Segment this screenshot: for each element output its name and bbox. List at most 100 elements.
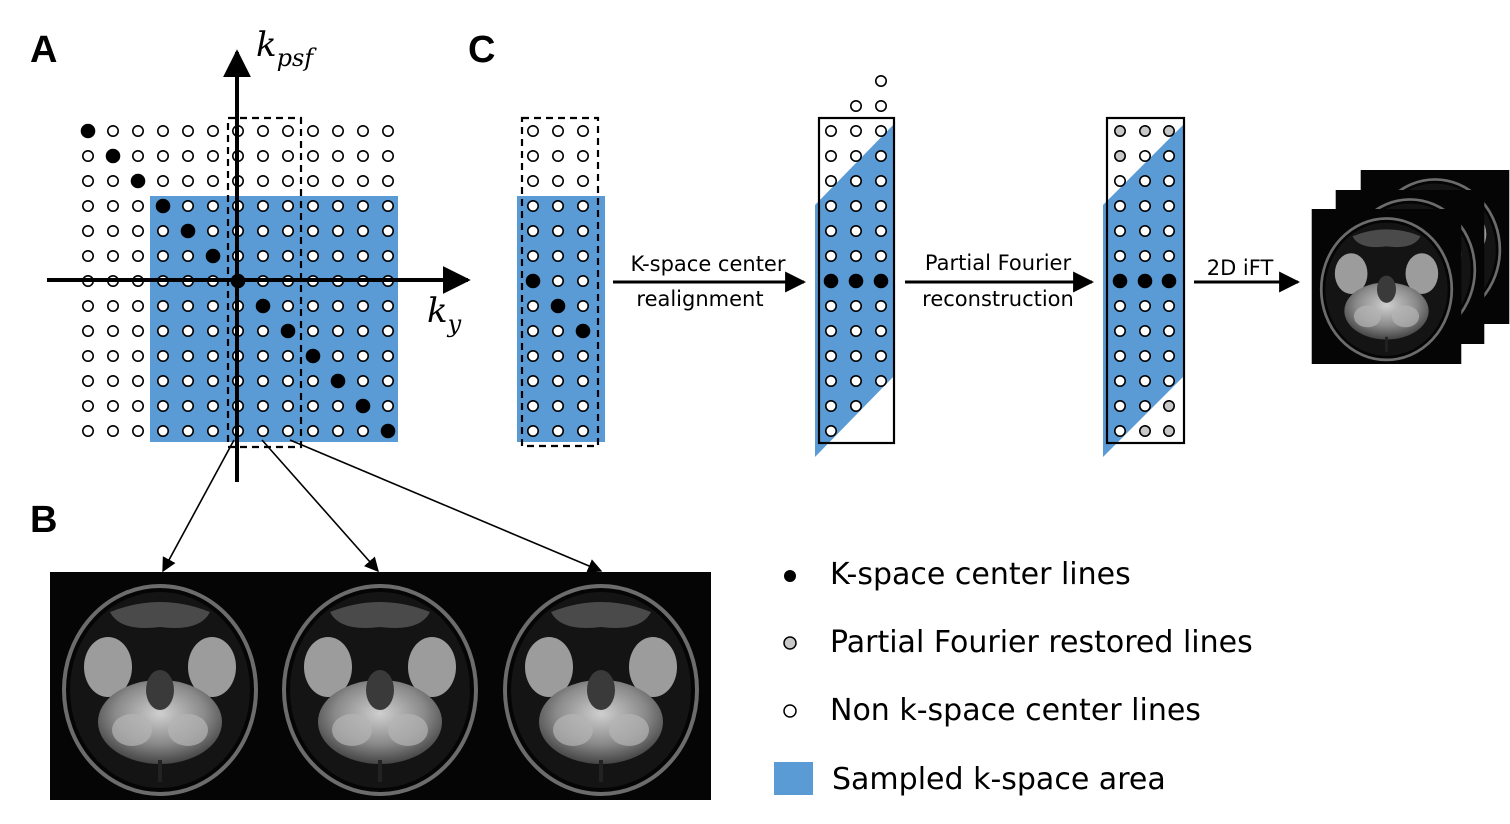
kspace-dot [576, 250, 589, 263]
kspace-dot [107, 349, 120, 362]
kspace-dot [281, 150, 294, 163]
panel-a-dashed-column-box [226, 116, 303, 449]
kspace-dot [182, 299, 195, 312]
kspace-dot [381, 250, 394, 263]
kspace-dot [281, 399, 294, 412]
kspace-dot [107, 374, 120, 387]
restored-dot [1139, 424, 1152, 437]
kspace-center-dot [1161, 273, 1177, 289]
kspace-dot [281, 299, 294, 312]
kspace-dot [576, 225, 589, 238]
kspace-dot [1114, 175, 1127, 188]
kspace-center-dot [255, 298, 271, 314]
kspace-dot [356, 299, 369, 312]
kspace-dot [107, 299, 120, 312]
kspace-dot [1139, 299, 1152, 312]
restored-dot [1163, 399, 1176, 412]
kspace-dot [207, 399, 220, 412]
kspace-dot [551, 125, 564, 138]
kspace-dot [526, 399, 539, 412]
step1-label-line2: realignment [636, 287, 763, 311]
kspace-dot [874, 324, 887, 337]
kspace-dot [1114, 374, 1127, 387]
kspace-dot [306, 175, 319, 188]
kspace-dot [1163, 250, 1176, 263]
kspace-dot [381, 374, 394, 387]
kspace-dot [1163, 200, 1176, 213]
kspace-dot [331, 200, 344, 213]
kspace-dot [306, 125, 319, 138]
kspace-dot [381, 399, 394, 412]
kspace-center-dot [205, 248, 221, 264]
kspace-dot [526, 200, 539, 213]
kspace-dot [107, 250, 120, 263]
kspace-dot [874, 75, 887, 88]
kspace-dot [182, 150, 195, 163]
kspace-dot [849, 250, 862, 263]
gray-dot-icon [783, 636, 797, 650]
kspace-dot [1139, 399, 1152, 412]
kspace-dot [281, 125, 294, 138]
kspace-dot [256, 399, 269, 412]
kspace-dot [874, 150, 887, 163]
kspace-dot [182, 200, 195, 213]
kspace-dot [1114, 349, 1127, 362]
kspace-dot [576, 349, 589, 362]
panel-b-label: B [30, 499, 57, 541]
step2-label-line2: reconstruction [922, 287, 1074, 311]
kspace-dot [874, 299, 887, 312]
kspace-dot [1114, 225, 1127, 238]
kspace-dot [526, 175, 539, 188]
kspace-dot [849, 100, 862, 113]
kspace-dot [157, 399, 170, 412]
kspace-dot [132, 200, 145, 213]
kspace-dot [157, 349, 170, 362]
column-3-reconstructed [1103, 116, 1186, 457]
stacked-brain-images [1311, 170, 1510, 364]
kspace-dot [381, 349, 394, 362]
kspace-dot [256, 424, 269, 437]
kspace-center-dot [848, 273, 864, 289]
kspace-dot [107, 200, 120, 213]
kspace-dot [306, 324, 319, 337]
kspace-dot [576, 200, 589, 213]
kspace-dot [824, 225, 837, 238]
kspace-dot [331, 299, 344, 312]
kspace-center-dot [130, 173, 146, 189]
kspace-dot [256, 374, 269, 387]
legend-non-center-lines: Non k-space center lines [830, 693, 1201, 728]
kspace-dot [381, 225, 394, 238]
kspace-dot [157, 374, 170, 387]
kspace-dot [1163, 349, 1176, 362]
kspace-dot [132, 150, 145, 163]
kspace-dot [874, 225, 887, 238]
kspace-dot [356, 424, 369, 437]
kspace-dot [576, 424, 589, 437]
kspace-dot [256, 324, 269, 337]
kspace-dot [824, 200, 837, 213]
kspace-dot [82, 399, 95, 412]
kspace-dot [107, 225, 120, 238]
kspace-dot [132, 349, 145, 362]
kspace-dot [157, 175, 170, 188]
brain-mri-output-image [1311, 209, 1462, 364]
panel-a-label: A [30, 29, 57, 71]
kspace-dot [824, 349, 837, 362]
kspace-dot [381, 299, 394, 312]
step1-label-line1: K-space center [631, 252, 786, 276]
kspace-dot [849, 399, 862, 412]
kspace-dot [182, 250, 195, 263]
kspace-dot [849, 299, 862, 312]
kpsf-axis-label: kpsf [256, 25, 317, 72]
kspace-dot [256, 175, 269, 188]
kspace-dot [849, 324, 862, 337]
kspace-center-dot [873, 273, 889, 289]
kspace-dot [1139, 374, 1152, 387]
kspace-dot [356, 349, 369, 362]
panel-c-label: C [468, 29, 495, 71]
kspace-dot [281, 424, 294, 437]
kspace-dot [1163, 374, 1176, 387]
kspace-dot [107, 324, 120, 337]
kspace-dot [107, 125, 120, 138]
kspace-dot [207, 374, 220, 387]
